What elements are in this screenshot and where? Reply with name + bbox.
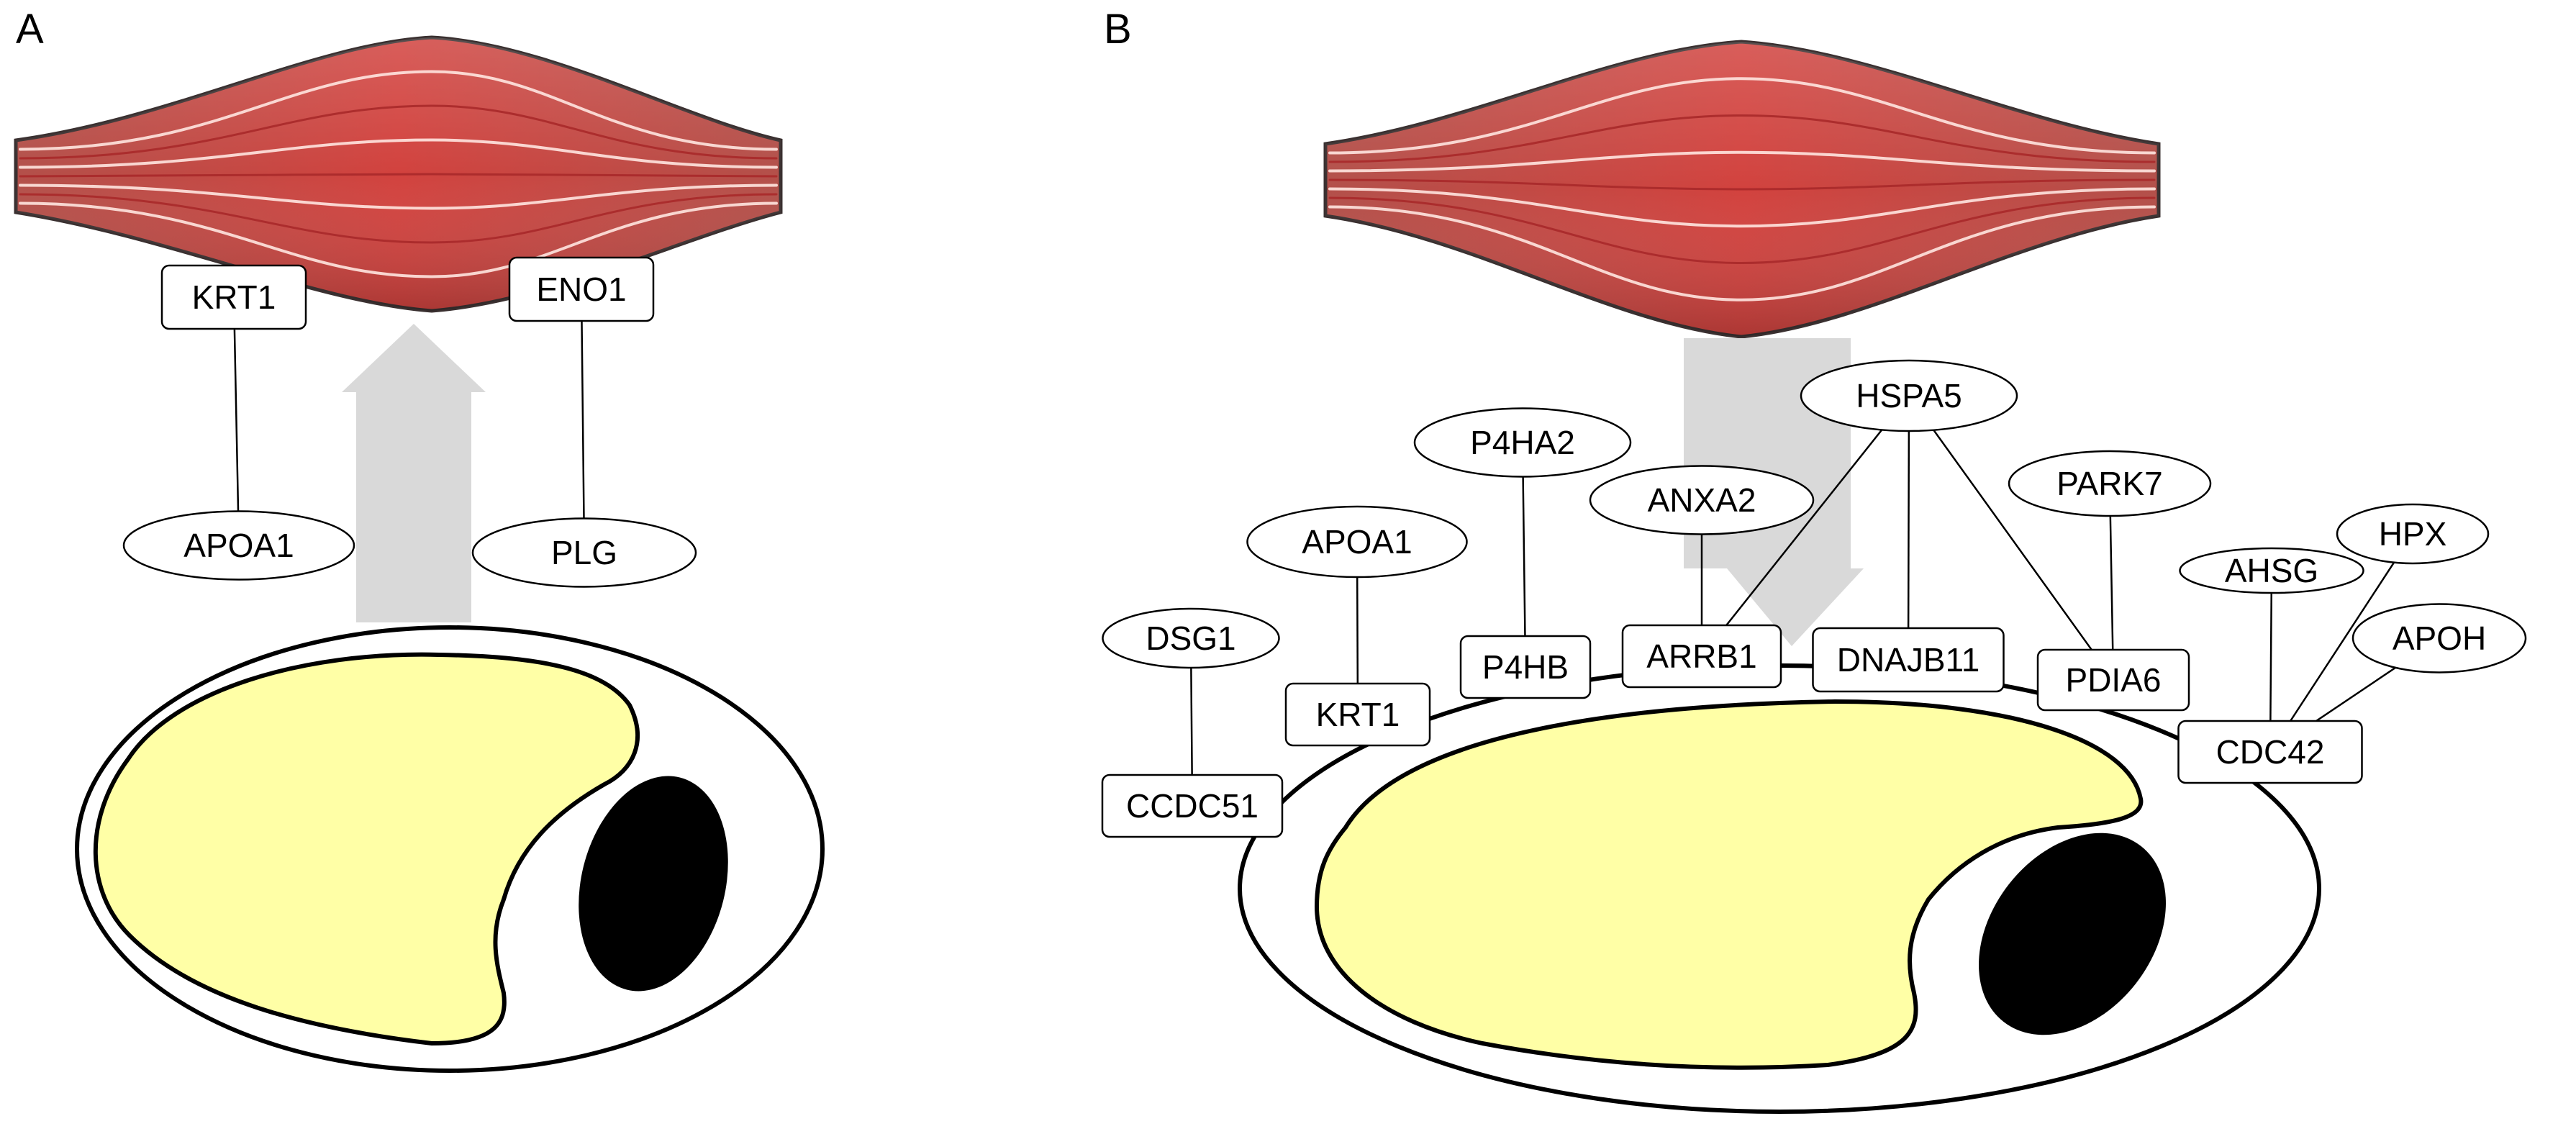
nucleus <box>579 776 728 992</box>
cytoplasm <box>1314 699 2144 1070</box>
node-label: APOA1 <box>183 527 294 564</box>
panel-a-label: A <box>16 6 44 53</box>
muscle-fiber-line <box>1328 77 2156 155</box>
node-ellipse <box>1800 359 2018 432</box>
panel-b <box>1238 40 2321 1114</box>
node-label: APOA1 <box>1302 523 1412 561</box>
edge-hspa5_b-pdia6_b <box>1908 395 2115 681</box>
node-eno1_a: ENO1 <box>508 256 655 322</box>
nucleus <box>1979 833 2166 1035</box>
edge-eno1_a-plg_a <box>580 289 586 553</box>
muscle-fiber-line <box>19 183 778 210</box>
node-dnajb11_b: DNAJB11 <box>1812 627 2005 693</box>
cytoplasm <box>93 652 640 1046</box>
node-box <box>160 264 307 330</box>
node-label: ARRB1 <box>1646 638 1756 675</box>
node-label: DSG1 <box>1146 620 1235 657</box>
muscle-tissue-b <box>1323 40 2161 339</box>
muscle-fibers <box>1328 77 2156 301</box>
cell-b <box>1238 663 2321 1114</box>
node-ellipse <box>1102 607 1280 669</box>
node-label: DNAJB11 <box>1837 641 1980 679</box>
node-box <box>1459 635 1592 699</box>
node-krt1_b: KRT1 <box>1284 682 1431 747</box>
node-label: HSPA5 <box>1856 377 1962 414</box>
node-label: ANXA2 <box>1648 481 1756 519</box>
node-p4hb_b: P4HB <box>1459 635 1592 699</box>
node-ellipse <box>2336 503 2490 565</box>
node-label: CDC42 <box>2216 733 2325 771</box>
node-label: KRT1 <box>1316 696 1400 733</box>
node-label: APOH <box>2393 620 2486 657</box>
node-ellipse <box>122 510 355 581</box>
panel-a <box>14 35 825 1073</box>
node-label: PARK7 <box>2056 465 2162 502</box>
node-box <box>1621 624 1782 689</box>
node-arrb1_b: ARRB1 <box>1621 624 1782 689</box>
edge-hpx_b-cdc42_b <box>2269 533 2414 753</box>
node-label: P4HA2 <box>1470 424 1575 461</box>
node-krt1_a: KRT1 <box>160 264 307 330</box>
muscle-fiber-line <box>1328 187 2156 228</box>
edge-krt1_a-apoa1_a <box>232 296 240 546</box>
node-apoa1_a: APOA1 <box>122 510 355 581</box>
panel-b-label: B <box>1104 6 1132 53</box>
node-box <box>2177 720 2363 784</box>
muscle-fiber-line <box>1328 205 2156 301</box>
muscle-fiber-line <box>19 138 778 169</box>
node-ahsg_b: AHSG <box>2179 547 2364 594</box>
muscle-fiber-line <box>1328 114 2156 163</box>
node-hspa5_b: HSPA5 <box>1800 359 2018 432</box>
node-ellipse <box>1589 465 1815 535</box>
edge-p4ha2_b-p4hb_b <box>1521 442 1527 668</box>
node-cdc42_b: CDC42 <box>2177 720 2363 784</box>
node-ellipse <box>1246 505 1468 579</box>
node-label: CCDC51 <box>1126 787 1258 825</box>
muscle-fiber-line <box>19 193 778 244</box>
node-label: P4HB <box>1482 648 1569 686</box>
muscle-fiber-line <box>19 201 778 278</box>
node-label: PDIA6 <box>2066 661 2162 699</box>
edge-hspa5_b-dnajb11_b <box>1907 395 1910 661</box>
node-ellipse <box>2008 450 2212 517</box>
node-label: KRT1 <box>192 278 276 316</box>
muscle-fiber-line <box>1328 196 2156 265</box>
upward-arrow <box>342 324 486 622</box>
node-label: AHSG <box>2225 552 2318 589</box>
node-anxa2_b: ANXA2 <box>1589 465 1815 535</box>
edge-hspa5_b-arrb1_b <box>1701 395 1910 657</box>
node-label: HPX <box>2379 515 2447 553</box>
node-box <box>2036 648 2190 712</box>
node-ellipse <box>471 517 697 588</box>
node-box <box>1812 627 2005 693</box>
node-box <box>1101 774 1284 838</box>
muscle-tissue-a <box>14 35 783 313</box>
node-label: PLG <box>551 534 617 571</box>
muscle-fibers <box>19 70 778 278</box>
node-ellipse <box>1413 407 1632 478</box>
node-box <box>1284 682 1431 747</box>
muscle-fiber-line <box>19 104 778 160</box>
muscle-fiber-line <box>19 70 778 151</box>
node-apoh_b: APOH <box>2351 603 2527 673</box>
node-hpx_b: HPX <box>2336 503 2490 565</box>
node-ccdc51_b: CCDC51 <box>1101 774 1284 838</box>
muscle-fiber-line <box>1328 178 2156 191</box>
node-apoa1_b: APOA1 <box>1246 505 1468 579</box>
node-dsg1_b: DSG1 <box>1102 607 1280 669</box>
cell-a <box>75 625 825 1073</box>
node-p4ha2_b: P4HA2 <box>1413 407 1632 478</box>
node-ellipse <box>2351 603 2527 673</box>
node-box <box>508 256 655 322</box>
muscle-fiber-line <box>1328 150 2156 173</box>
node-pdia6_b: PDIA6 <box>2036 648 2190 712</box>
node-park7_b: PARK7 <box>2008 450 2212 517</box>
node-ellipse <box>2179 547 2364 594</box>
node-label: ENO1 <box>536 271 626 308</box>
node-plg_a: PLG <box>471 517 697 588</box>
muscle-fiber-line <box>19 173 778 178</box>
